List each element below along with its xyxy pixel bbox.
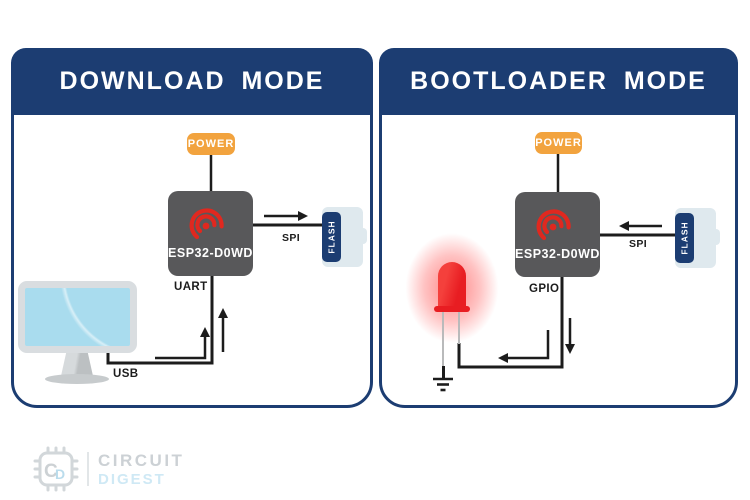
uart-bend-arrow-icon xyxy=(200,327,210,337)
download-mode-title: DOWNLOAD MODE xyxy=(59,67,325,95)
brand-wordmark: CIRCUIT DIGEST xyxy=(98,452,184,487)
flash-memory-chip: FLASH xyxy=(675,208,720,268)
monitor-stand-neck xyxy=(61,353,93,376)
uart-label: UART xyxy=(174,281,208,293)
led-anode-leg xyxy=(458,312,460,344)
brand-name-circuit: CIRCUIT xyxy=(98,450,185,470)
download-mode-header: DOWNLOAD MODE xyxy=(11,48,373,115)
spi-right-arrow-icon xyxy=(298,211,308,221)
power-badge: POWER xyxy=(187,133,235,155)
power-badge: POWER xyxy=(535,132,582,154)
ground-symbol-icon xyxy=(433,377,453,392)
red-led xyxy=(438,262,466,309)
spi-label: SPI xyxy=(629,238,648,250)
bootloader-mode-title: BOOTLOADER MODE xyxy=(410,67,707,95)
spi-left-arrow-icon xyxy=(619,221,629,231)
esp32-chip-label: ESP32-D0WD xyxy=(168,246,253,260)
circuitdigest-logo: C D CIRCUIT DIGEST xyxy=(33,446,184,492)
power-badge-label: POWER xyxy=(187,138,235,150)
led-flange xyxy=(434,306,470,312)
circuitdigest-chip-icon: C D xyxy=(33,446,79,492)
led-ground-wire xyxy=(441,366,445,380)
flash-label-strip: FLASH xyxy=(675,213,694,263)
gpio-label: GPIO xyxy=(529,283,560,295)
flash-chip-label: FLASH xyxy=(326,220,337,254)
flash-label-strip: FLASH xyxy=(322,212,341,262)
brand-icon-letter-c: C xyxy=(44,461,58,482)
flash-chip-label: FLASH xyxy=(679,221,690,255)
espressif-logo-icon xyxy=(189,208,224,240)
power-badge-label: POWER xyxy=(535,137,582,149)
gpio-down-arrow-icon xyxy=(565,344,575,354)
monitor-stand-base xyxy=(45,374,109,384)
bootloader-mode-header: BOOTLOADER MODE xyxy=(379,48,738,115)
brand-divider xyxy=(87,452,89,486)
esp32-chip: ESP32-D0WD xyxy=(168,191,253,276)
flash-memory-chip: FLASH xyxy=(322,207,367,267)
panel-bootloader-mode: BOOTLOADER MODE xyxy=(379,48,738,408)
espressif-logo-icon xyxy=(536,209,571,241)
download-wiring-diagram xyxy=(106,154,323,365)
panel-download-mode: DOWNLOAD MODE xyxy=(11,48,373,408)
brand-name-digest: DIGEST xyxy=(98,470,166,488)
esp32-chip: ESP32-D0WD xyxy=(515,192,600,277)
spi-label: SPI xyxy=(282,232,301,244)
usb-label: USB xyxy=(113,368,139,380)
uart-up-arrow-icon xyxy=(218,308,228,318)
gpio-bend-arrow-icon xyxy=(498,353,508,363)
brand-icon-letter-d: D xyxy=(55,466,65,482)
led-cathode-leg xyxy=(442,312,444,366)
computer-monitor xyxy=(18,281,137,353)
esp32-chip-label: ESP32-D0WD xyxy=(515,247,600,261)
